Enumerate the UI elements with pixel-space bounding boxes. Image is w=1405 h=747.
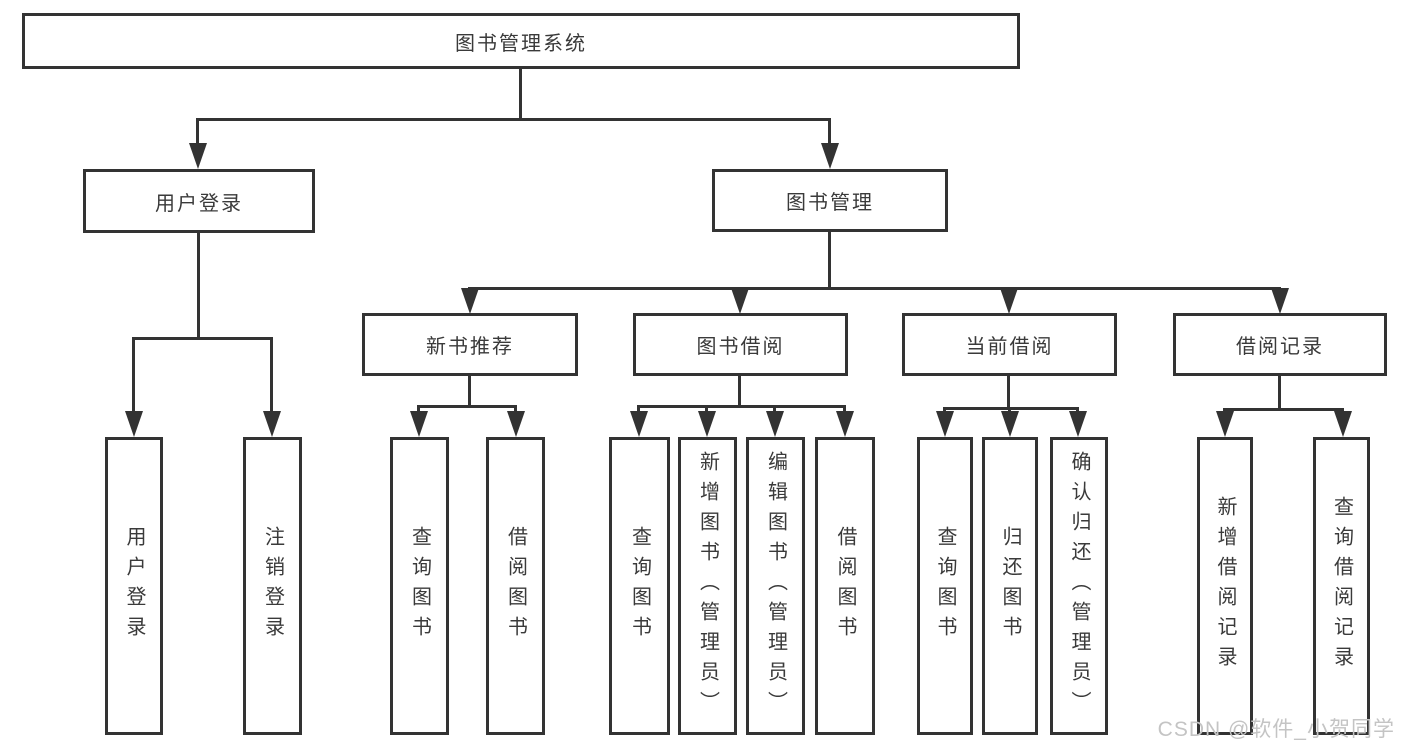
node-book-borrow: 图书借阅	[633, 313, 848, 376]
arrow-down-icon	[461, 288, 479, 314]
arrow-down-icon	[836, 411, 854, 437]
node-leaf-user-login-label: 用户登录	[123, 526, 145, 646]
connector-drop	[1341, 408, 1344, 413]
connector-drop-leaf-user-login	[132, 337, 135, 413]
arrow-down-icon	[1216, 411, 1234, 437]
node-new-book-rec: 新书推荐	[362, 313, 578, 376]
connector-current-borrow-split	[943, 407, 1079, 410]
connector-drop	[705, 405, 708, 413]
connector-book-mgmt-split	[468, 287, 1281, 290]
connector-drop-user-login	[196, 118, 199, 145]
connector-drop	[1223, 408, 1226, 413]
arrow-down-icon	[1069, 411, 1087, 437]
node-leaf-bb-borrow-label: 借阅图书	[834, 526, 856, 646]
node-root-label: 图书管理系统	[455, 32, 587, 55]
node-leaf-br-query: 查询借阅记录	[1313, 437, 1370, 735]
connector-new-book-rec-stem	[468, 376, 471, 405]
node-leaf-br-add-label: 新增借阅记录	[1214, 496, 1236, 676]
connector-new-book-rec-split	[417, 405, 517, 408]
connector-drop-leaf-logout	[270, 337, 273, 413]
node-leaf-bb-edit-label: 编辑图书（管理员）	[764, 451, 787, 721]
node-borrow-records-label: 借阅记录	[1236, 336, 1324, 358]
node-leaf-cb-query-label: 查询图书	[934, 526, 956, 646]
arrow-down-icon	[1271, 288, 1289, 314]
connector-book-mgmt-stem	[828, 232, 831, 287]
arrow-down-icon	[1001, 411, 1019, 437]
watermark: CSDN @软件_小贺同学	[1157, 718, 1395, 741]
connector-current-borrow-stem	[1007, 376, 1010, 407]
connector-drop	[843, 405, 846, 413]
arrow-down-icon	[698, 411, 716, 437]
node-leaf-bb-borrow: 借阅图书	[815, 437, 875, 735]
connector-drop	[514, 405, 517, 413]
node-leaf-bb-query-label: 查询图书	[628, 526, 651, 646]
node-current-borrow-label: 当前借阅	[965, 336, 1054, 358]
node-leaf-logout: 注销登录	[243, 437, 302, 735]
connector-root-split	[197, 118, 831, 121]
node-leaf-user-login: 用户登录	[105, 437, 163, 735]
node-leaf-bb-add-label: 新增图书（管理员）	[696, 451, 719, 721]
node-leaf-cb-confirm-label: 确认归还（管理员）	[1068, 451, 1090, 721]
arrow-down-icon	[507, 411, 525, 437]
connector-user-login-split	[132, 337, 273, 340]
node-leaf-cb-query: 查询图书	[917, 437, 973, 735]
node-leaf-br-add: 新增借阅记录	[1197, 437, 1253, 735]
node-user-login: 用户登录	[83, 169, 315, 233]
arrow-down-icon	[731, 288, 749, 314]
connector-borrow-records-split	[1223, 408, 1344, 411]
node-current-borrow: 当前借阅	[902, 313, 1117, 376]
connector-book-borrow-stem	[738, 376, 741, 405]
node-book-mgmt: 图书管理	[712, 169, 948, 232]
arrow-down-icon	[410, 411, 428, 437]
connector-drop	[1008, 407, 1011, 413]
arrow-down-icon	[189, 143, 207, 169]
arrow-down-icon	[263, 411, 281, 437]
node-leaf-bb-edit: 编辑图书（管理员）	[746, 437, 805, 735]
connector-drop	[417, 405, 420, 413]
connector-drop	[773, 405, 776, 413]
node-leaf-nbr-borrow: 借阅图书	[486, 437, 545, 735]
node-leaf-cb-return: 归还图书	[982, 437, 1038, 735]
connector-drop-book-mgmt	[828, 118, 831, 145]
arrow-down-icon	[821, 143, 839, 169]
node-leaf-cb-confirm: 确认归还（管理员）	[1050, 437, 1108, 735]
arrow-down-icon	[766, 411, 784, 437]
connector-book-borrow-split	[637, 405, 846, 408]
node-book-borrow-label: 图书借阅	[696, 336, 785, 358]
arrow-down-icon	[1000, 288, 1018, 314]
connector-root-stem	[519, 69, 522, 118]
node-root: 图书管理系统	[22, 13, 1020, 69]
node-leaf-nbr-query-label: 查询图书	[408, 526, 431, 646]
node-leaf-cb-return-label: 归还图书	[999, 526, 1021, 646]
node-user-login-label: 用户登录	[155, 192, 243, 215]
node-book-mgmt-label: 图书管理	[786, 192, 874, 214]
node-new-book-rec-label: 新书推荐	[426, 336, 514, 358]
node-leaf-logout-label: 注销登录	[261, 526, 284, 646]
arrow-down-icon	[1334, 411, 1352, 437]
node-leaf-bb-add: 新增图书（管理员）	[678, 437, 737, 735]
node-leaf-br-query-label: 查询借阅记录	[1330, 496, 1353, 676]
node-leaf-nbr-borrow-label: 借阅图书	[504, 526, 527, 646]
connector-drop	[1076, 407, 1079, 413]
arrow-down-icon	[125, 411, 143, 437]
node-leaf-nbr-query: 查询图书	[390, 437, 449, 735]
node-leaf-bb-query: 查询图书	[609, 437, 670, 735]
connector-user-login-stem	[197, 233, 200, 337]
connector-drop	[637, 405, 640, 413]
arrow-down-icon	[630, 411, 648, 437]
connector-borrow-records-stem	[1278, 376, 1281, 408]
connector-drop	[943, 407, 946, 413]
arrow-down-icon	[936, 411, 954, 437]
node-borrow-records: 借阅记录	[1173, 313, 1387, 376]
